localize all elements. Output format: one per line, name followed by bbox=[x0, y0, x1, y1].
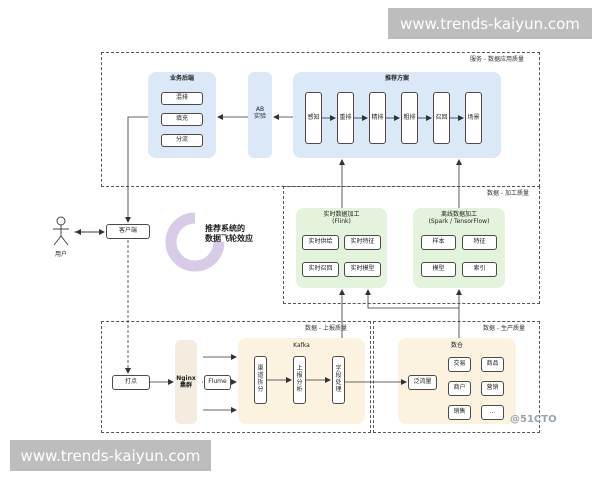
flume-box: Flume bbox=[204, 375, 231, 390]
processing-quality-label: 数据 - 加工质量 bbox=[487, 190, 529, 197]
recommend-item-4: 召回 bbox=[433, 92, 450, 144]
kafka-item-2: 字段处理 bbox=[332, 356, 345, 404]
realtime-item-1: 实时特征 bbox=[344, 235, 381, 250]
production-quality-region bbox=[373, 321, 540, 433]
reporting-quality-region bbox=[101, 321, 371, 433]
kafka-item-1: 上报分析 bbox=[293, 356, 306, 404]
warehouse-item-4: 销售 bbox=[448, 405, 471, 420]
tracking-box: 打点 bbox=[112, 375, 150, 390]
recommend-item-1: 重排 bbox=[337, 92, 354, 144]
recommend-item-3: 粗排 bbox=[401, 92, 418, 144]
kafka-item-0: 渠道拆分 bbox=[254, 356, 267, 404]
business-backend-title: 业务后端 bbox=[169, 75, 194, 82]
offline-item-1: 特征 bbox=[462, 235, 497, 250]
service-quality-label: 服务 - 数据应用质量 bbox=[470, 56, 524, 63]
warehouse-item-0: 交易 bbox=[448, 357, 471, 372]
watermark-bottom: www.trends-kaiyun.com bbox=[10, 440, 211, 471]
warehouse-entry-box: 泛流量 bbox=[408, 375, 437, 390]
warehouse-item-2: 商户 bbox=[448, 381, 471, 396]
warehouse-title: 数仓 bbox=[450, 342, 463, 349]
offline-item-0: 样本 bbox=[421, 235, 456, 250]
processing-quality-region bbox=[283, 186, 540, 304]
warehouse-item-5: ... bbox=[481, 405, 504, 420]
realtime-title: 实时数据加工 (Flink) bbox=[323, 211, 360, 226]
production-quality-label: 数据 - 生产质量 bbox=[483, 325, 525, 332]
warehouse-item-3: 营销 bbox=[481, 381, 504, 396]
user-label: 用户 bbox=[54, 251, 67, 258]
business-item-1: 填充 bbox=[161, 113, 203, 126]
realtime-item-0: 实时供给 bbox=[302, 235, 339, 250]
ab-experiment-label: AB 实验 bbox=[253, 106, 266, 121]
flywheel-ring-icon bbox=[165, 212, 225, 272]
flywheel-text: 推荐系统的 数据飞轮效应 bbox=[205, 224, 253, 244]
offline-item-2: 模型 bbox=[421, 262, 456, 277]
business-item-0: 混排 bbox=[161, 92, 203, 105]
offline-item-3: 索引 bbox=[462, 262, 497, 277]
kafka-title: Kafka bbox=[293, 342, 310, 349]
recommend-item-2: 精排 bbox=[369, 92, 386, 144]
client-box: 客户端 bbox=[106, 224, 150, 239]
user-icon bbox=[53, 216, 69, 246]
business-item-2: 分流 bbox=[161, 134, 203, 147]
reporting-quality-label: 数据 - 上报质量 bbox=[305, 325, 347, 332]
recommend-item-0: 感知 bbox=[305, 92, 322, 144]
recommend-title: 推荐方案 bbox=[384, 75, 409, 82]
recommend-item-5: 场景 bbox=[465, 92, 482, 144]
ab-experiment-panel bbox=[248, 72, 272, 158]
realtime-item-3: 实时模型 bbox=[344, 262, 381, 277]
realtime-item-2: 实时召回 bbox=[302, 262, 339, 277]
watermark-top: www.trends-kaiyun.com bbox=[388, 8, 592, 39]
offline-title: 离线数据加工 (Spark / TensorFlow) bbox=[428, 211, 490, 226]
corner-mark: @51CTO bbox=[510, 414, 557, 425]
nginx-panel bbox=[175, 340, 197, 424]
nginx-label: Nginx 集群 bbox=[176, 375, 196, 390]
warehouse-item-1: 商品 bbox=[481, 357, 504, 372]
